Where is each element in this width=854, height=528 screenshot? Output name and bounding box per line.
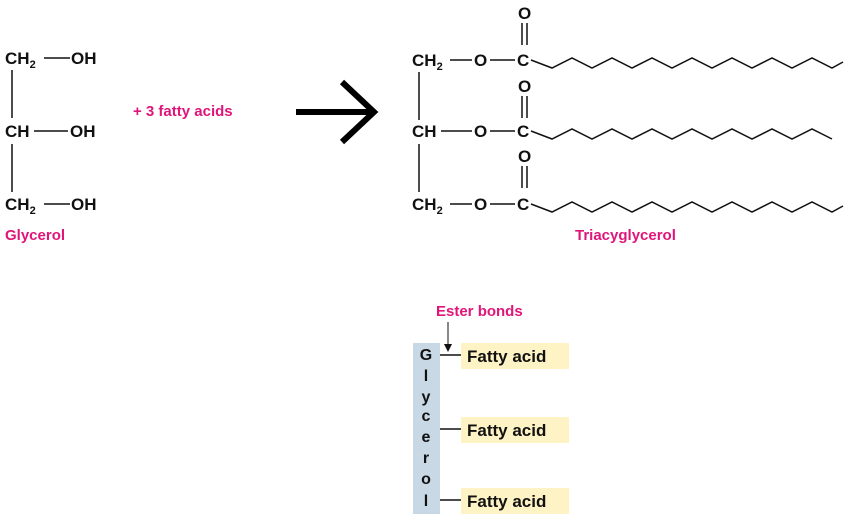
carbonyl-oxygen: O xyxy=(518,147,531,166)
ester-bonds-label: Ester bonds xyxy=(436,303,523,320)
down-arrow-icon xyxy=(444,322,452,352)
glycerol-ch-middle: CH xyxy=(5,122,30,141)
fatty-acid-label: Fatty acid xyxy=(467,492,546,511)
fatty-acid-box xyxy=(461,343,569,369)
glycerol-oh-middle: OH xyxy=(70,122,96,141)
glycerol-letter: y xyxy=(422,389,431,406)
reaction-arrow-icon xyxy=(296,79,379,145)
glycerol-ch2-top: CH2 xyxy=(5,49,36,71)
fatty-acid-chain xyxy=(530,57,844,69)
glycerol-label: Glycerol xyxy=(5,227,65,244)
glycerol-structure: CH2 OH CH OH CH2 OH Glycerol xyxy=(5,49,97,244)
glycerol-letter: l xyxy=(424,368,428,385)
carbonyl-oxygen: O xyxy=(518,4,531,23)
fatty-acid-chain xyxy=(530,128,833,140)
glycerol-oh-top: OH xyxy=(71,49,97,68)
triacylglycerol-structure: O CH2 O C O CH O C O CH2 O C Triacyglyce… xyxy=(412,4,844,244)
triacylglycerol-label: Triacyglycerol xyxy=(575,227,676,244)
glycerol-letter: o xyxy=(421,471,431,488)
glycerol-letter: c xyxy=(422,408,431,425)
tag-ch-middle: CH xyxy=(412,122,437,141)
reactant-label: + 3 fatty acids xyxy=(133,103,233,120)
tag-ch2-top: CH2 xyxy=(412,51,443,73)
ester-oxygen: O xyxy=(474,122,487,141)
carbonyl-carbon: C xyxy=(517,122,529,141)
fatty-acid-box xyxy=(461,488,569,514)
ester-oxygen: O xyxy=(474,195,487,214)
glycerol-letter: G xyxy=(420,347,432,364)
glycerol-letter: l xyxy=(424,493,428,510)
glycerol-letter: r xyxy=(423,450,429,467)
glycerol-letter: e xyxy=(422,429,431,446)
fatty-acid-label: Fatty acid xyxy=(467,347,546,366)
tag-ch2-bottom: CH2 xyxy=(412,195,443,217)
carbonyl-oxygen: O xyxy=(518,77,531,96)
glycerol-bar xyxy=(413,343,440,514)
glycerol-oh-bottom: OH xyxy=(71,195,97,214)
ester-oxygen: O xyxy=(474,51,487,70)
glycerol-ch2-bottom: CH2 xyxy=(5,195,36,217)
carbonyl-carbon: C xyxy=(517,195,529,214)
schematic-diagram: Ester bonds G l y c e r o l Fatty acid F… xyxy=(413,303,569,514)
fatty-acid-chain xyxy=(530,201,844,213)
carbonyl-carbon: C xyxy=(517,51,529,70)
fatty-acid-box xyxy=(461,417,569,443)
fatty-acid-label: Fatty acid xyxy=(467,421,546,440)
